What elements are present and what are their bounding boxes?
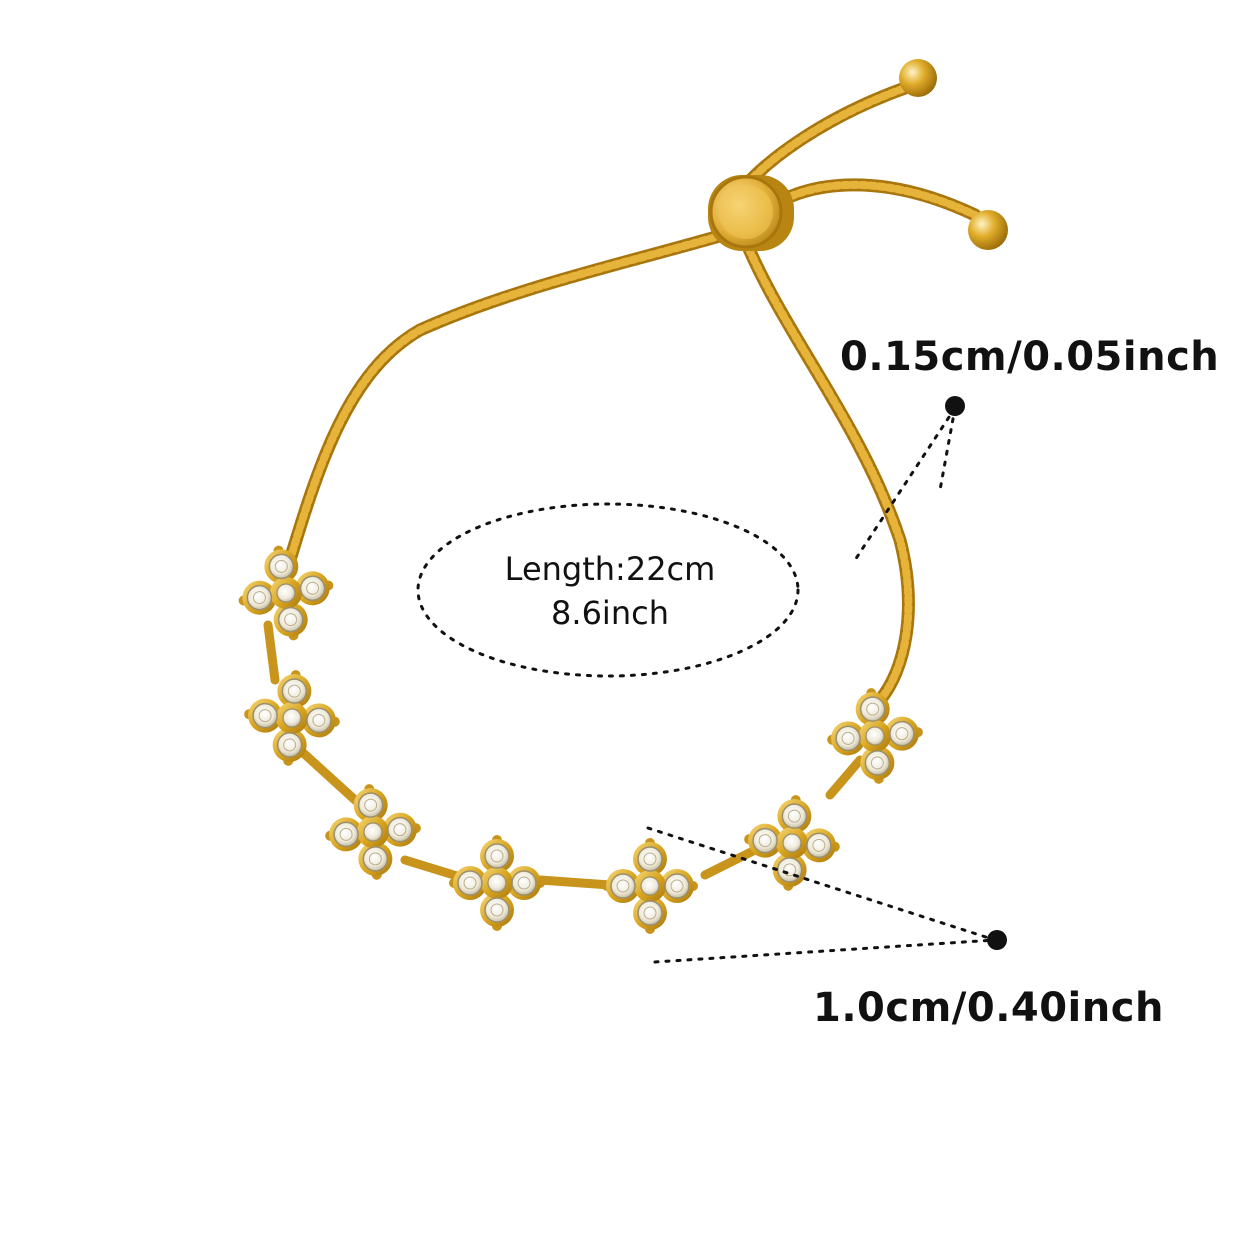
crystal-icon <box>487 873 507 893</box>
crystal-icon <box>782 833 802 853</box>
crystal-icon <box>752 827 778 854</box>
crystal-icon <box>637 846 663 872</box>
crystal-icon <box>864 750 891 776</box>
crystal-icon <box>889 720 915 747</box>
flower-charm-icon <box>602 838 698 934</box>
crystal-icon <box>276 732 303 758</box>
crystal-icon <box>282 708 302 728</box>
crystal-icon <box>484 897 510 923</box>
crystal-icon <box>252 702 278 729</box>
flower-charm-icon <box>244 670 340 766</box>
crystal-icon <box>281 678 308 704</box>
crystal-icon <box>640 876 660 896</box>
crystal-icon <box>781 803 808 829</box>
crystal-icon <box>859 696 886 722</box>
length-callout: Length:22cm 8.6inch <box>420 505 800 677</box>
end-bead-icon <box>899 59 937 97</box>
crystal-icon <box>357 792 384 818</box>
crystal-icon <box>387 816 413 843</box>
crystal-icon <box>268 553 295 580</box>
crystal-icon <box>363 822 383 842</box>
crystal-icon <box>484 843 510 869</box>
flower-charm-icon <box>827 688 923 784</box>
flower-charm-icon <box>325 784 421 880</box>
charm-size-label: 1.0cm/0.40inch <box>813 985 1164 1031</box>
crystal-icon <box>306 707 332 734</box>
crystal-icon <box>457 870 483 896</box>
crystal-icon <box>246 584 273 611</box>
length-cm-label: Length:22cm <box>504 550 716 588</box>
crystal-icon <box>806 832 832 859</box>
pointer-dot-icon <box>945 396 965 416</box>
crystal-icon <box>865 726 885 746</box>
flower-charm-icon <box>449 835 545 931</box>
length-inch-label: 8.6inch <box>551 594 669 632</box>
crystal-icon <box>362 846 389 872</box>
crystal-icon <box>333 821 359 848</box>
crystal-icon <box>835 725 861 752</box>
pointer-dot-icon <box>987 930 1007 950</box>
crystal-icon <box>637 900 663 926</box>
crystal-icon <box>664 873 690 899</box>
flower-charms <box>238 545 923 934</box>
flower-charm-icon <box>238 545 334 641</box>
crystal-icon <box>277 606 304 633</box>
chain-width-label: 0.15cm/0.05inch <box>840 334 1220 380</box>
measurement-guides <box>416 406 997 964</box>
end-bead-icon <box>968 210 1008 250</box>
crystal-icon <box>299 575 326 602</box>
crystal-icon <box>610 873 636 899</box>
flower-charm-icon <box>744 795 840 891</box>
slider-bead-icon <box>708 175 794 251</box>
crystal-icon <box>276 583 296 603</box>
crystal-icon <box>511 870 537 896</box>
